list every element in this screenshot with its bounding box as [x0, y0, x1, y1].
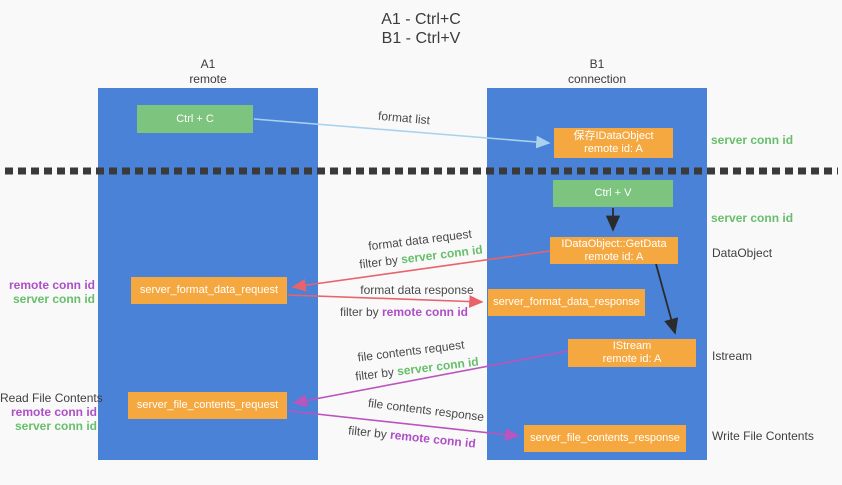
node-istream-line2: remote id: A: [602, 353, 662, 365]
istream-label: Istream: [712, 349, 753, 363]
remote-conn-id-text: remote conn id: [382, 305, 469, 319]
left-remote-conn-id: remote conn id: [8, 278, 95, 292]
right-server-conn-id-top: server conn id: [711, 133, 794, 147]
column-a1-role: remote: [189, 72, 227, 86]
right-server-conn-id-bottom: server conn id: [711, 211, 794, 225]
node-save-idataobject-line1: 保存IDataObject: [573, 130, 654, 142]
column-header-a1: A1 remote: [98, 57, 318, 87]
filter-by-text: filter by: [347, 423, 391, 442]
node-idataobject-getdata: IDataObject::GetData remote id: A: [550, 237, 678, 264]
column-b1-role: connection: [567, 72, 627, 86]
node-file-response-label: server_file_contents_response: [530, 432, 680, 444]
node-server-file-contents-request: server_file_contents_request: [128, 392, 287, 419]
label-filter-by-remote-conn-id-2: filter by remote conn id: [348, 423, 477, 450]
node-ctrl-v: Ctrl + V: [553, 180, 673, 207]
title-line-1: A1 - Ctrl+C: [381, 11, 461, 28]
node-format-request-label: server_format_data_request: [139, 284, 279, 296]
write-file-contents-label: Write File Contents: [712, 429, 814, 443]
node-server-format-data-request: server_format_data_request: [131, 277, 287, 304]
label-format-data-response: format data response: [360, 283, 474, 297]
title-line-2: B1 - Ctrl+V: [381, 30, 461, 47]
left-server-conn-id: server conn id: [14, 419, 97, 433]
label-file-contents-response: file contents response: [367, 395, 485, 425]
column-a1-name: A1: [200, 57, 216, 71]
node-save-idataobject-line2: remote id: A: [584, 143, 643, 155]
label-format-list: format list: [377, 108, 431, 128]
node-server-file-contents-response: server_file_contents_response: [524, 425, 686, 452]
node-getdata-line2: remote id: A: [584, 250, 644, 263]
node-ctrl-c-label: Ctrl + C: [176, 112, 214, 125]
left-conn-id-group-format: remote conn id server conn id: [0, 278, 95, 306]
left-remote-conn-id: remote conn id: [10, 405, 97, 419]
left-server-conn-id: server conn id: [12, 292, 95, 306]
node-ctrl-v-label: Ctrl + V: [594, 187, 632, 199]
label-filter-by-remote-conn-id-1: filter by remote conn id: [340, 305, 468, 319]
node-ctrl-c: Ctrl + C: [137, 105, 253, 133]
column-header-b1: B1 connection: [487, 57, 707, 87]
node-getdata-line1: IDataObject::GetData: [561, 237, 667, 250]
left-conn-id-group-file: Read File Contents remote conn id server…: [0, 391, 103, 433]
filter-by-text: filter by: [358, 252, 402, 272]
filter-by-text: filter by: [339, 305, 382, 319]
read-file-contents-label: Read File Contents: [0, 391, 103, 405]
node-server-format-data-response: server_format_data_response: [488, 289, 645, 316]
filter-by-text: filter by: [354, 364, 398, 384]
node-save-idataobject: 保存IDataObject remote id: A: [554, 128, 673, 158]
remote-conn-id-text: remote conn id: [389, 427, 477, 451]
column-b1-name: B1: [589, 57, 605, 71]
node-istream: IStream remote id: A: [568, 339, 696, 367]
diagram-title: A1 - Ctrl+C B1 - Ctrl+V: [0, 10, 842, 48]
node-istream-line1: IStream: [612, 340, 652, 352]
node-format-response-label: server_format_data_response: [493, 296, 640, 308]
dataobject-label: DataObject: [712, 246, 773, 260]
node-file-request-label: server_file_contents_request: [136, 399, 279, 411]
